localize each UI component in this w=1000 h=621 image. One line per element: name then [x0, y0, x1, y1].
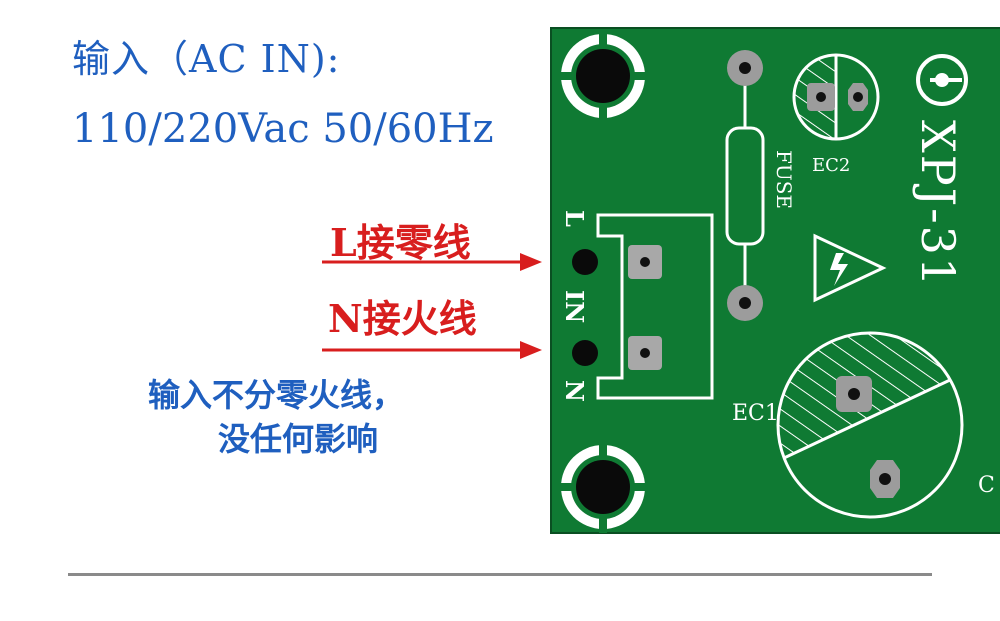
edge-label: C	[978, 473, 995, 498]
high-voltage-warning-icon	[813, 233, 887, 303]
n-wire-label: N接火线	[328, 296, 477, 341]
input-connector	[572, 213, 714, 400]
pin-label-n: N	[560, 380, 589, 402]
n-arrow	[322, 341, 542, 359]
ec1-label: EC1	[732, 401, 779, 426]
model-text: XPJ-31	[911, 120, 965, 288]
fuse	[725, 50, 765, 321]
input-voltage-spec: 110/220Vac 50/60Hz	[72, 106, 494, 152]
mounting-hole-top	[557, 30, 649, 122]
fuse-label: FUSE	[772, 150, 796, 209]
pin-label-l: L	[560, 210, 589, 227]
polarity-note-line2: 没任何影响	[218, 420, 379, 458]
ec2-capacitor	[792, 53, 880, 141]
mounting-hole-bottom	[557, 441, 649, 533]
pin-label-in: IN	[560, 290, 589, 323]
l-wire-label: L接零线	[330, 220, 471, 265]
divider-line	[68, 573, 932, 576]
polarity-note-line1: 输入不分零火线，	[148, 376, 405, 414]
brand-logo-icon	[916, 54, 968, 106]
ec2-label: EC2	[812, 155, 850, 176]
ac-in-title: 输入（AC IN):	[72, 37, 341, 81]
l-arrow	[322, 253, 542, 271]
ec1-capacitor	[776, 331, 964, 519]
